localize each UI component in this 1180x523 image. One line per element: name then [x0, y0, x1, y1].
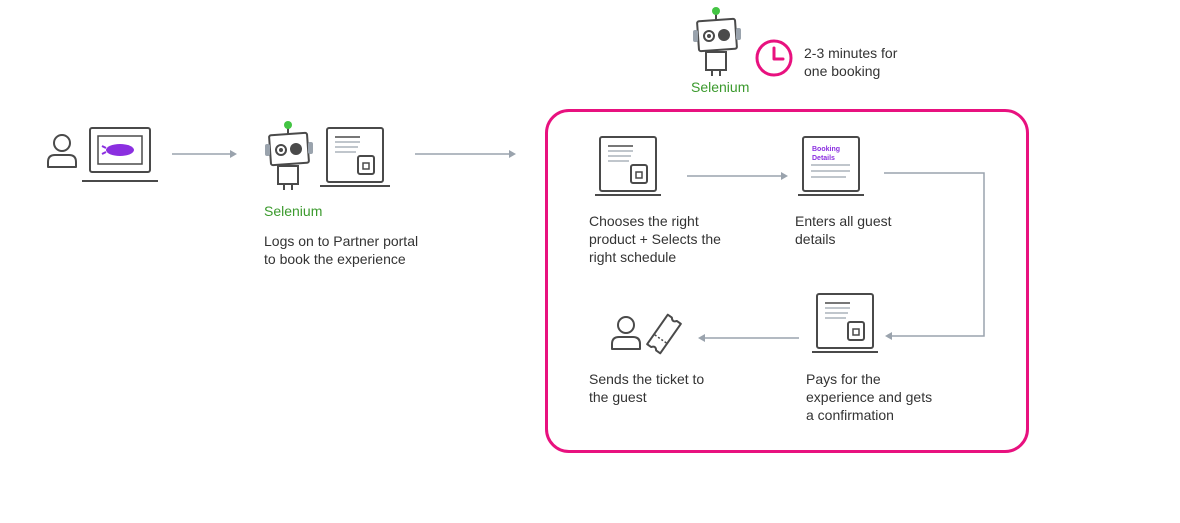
flow-arrow [687, 168, 789, 180]
portal-caption-line-1: Logs on to Partner portal [264, 233, 419, 249]
step-1-text-line-2: product + Selects the [589, 231, 721, 247]
flow-connector [880, 168, 990, 344]
booking-details-icon [798, 135, 864, 197]
laptop-icon [82, 126, 158, 184]
step-1-text-line-1: Chooses the right [589, 213, 699, 229]
step-4-text-line-1: Sends the ticket to [589, 371, 705, 387]
payment-page-icon [812, 292, 878, 354]
step-3-text-line-2: experience and gets [806, 389, 933, 405]
clock-icon [754, 38, 794, 78]
selenium-label: Selenium [264, 203, 323, 219]
step-2-text-line-1: Enters all guest [795, 213, 892, 229]
flow-arrow [415, 146, 517, 158]
product-page-icon [595, 135, 661, 197]
booking-doc-title-2: Details [812, 155, 835, 162]
step-2-text-line-2: details [795, 231, 836, 247]
booking-doc-title-1: Booking [812, 146, 840, 153]
flow-arrow [697, 330, 799, 342]
step-3-text-line-3: a confirmation [806, 407, 894, 423]
step-3-text-line-1: Pays for the [806, 371, 881, 387]
step-4-text-line-2: the guest [589, 389, 647, 405]
selenium-label: Selenium [691, 79, 750, 95]
guest-ticket-icon [608, 312, 684, 356]
time-text-line-2: one booking [804, 63, 881, 79]
flow-arrow [172, 146, 238, 158]
step-1-text-line-3: right schedule [589, 249, 677, 265]
time-text-line-1: 2-3 minutes for [804, 45, 898, 61]
selenium-robot-icon [262, 120, 318, 192]
automated-process-box [545, 109, 1029, 453]
selenium-robot-icon [690, 6, 746, 78]
user-icon [44, 132, 80, 170]
portal-caption-line-2: to book the experience [264, 251, 406, 267]
partner-portal-page-icon [320, 126, 390, 188]
